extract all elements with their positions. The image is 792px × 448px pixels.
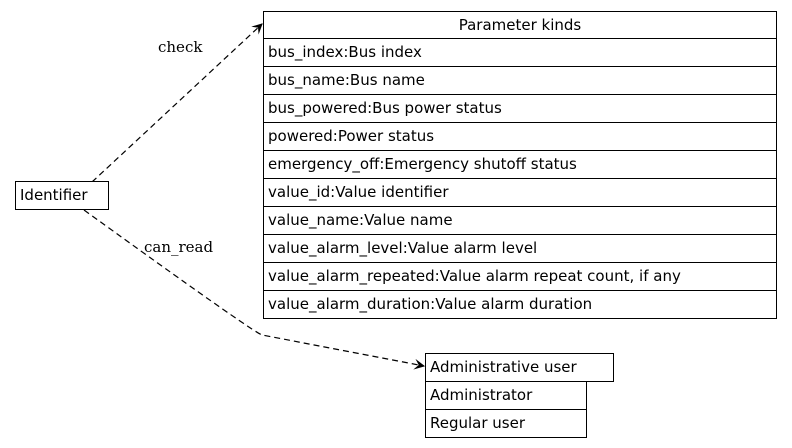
list-item: Regular user: [430, 414, 526, 432]
divider: [264, 94, 776, 95]
list-item: powered:Power status: [268, 127, 435, 145]
list-item: value_alarm_repeated:Value alarm repeat …: [268, 267, 681, 285]
divider: [264, 234, 776, 235]
divider: [264, 122, 776, 123]
check-edge-label: check: [158, 38, 203, 56]
list-item: Administrator: [430, 386, 533, 404]
check-edge: [91, 23, 263, 183]
list-item: bus_name:Bus name: [268, 71, 425, 89]
parameter-kinds-title: Parameter kinds: [458, 16, 582, 34]
list-item: value_alarm_duration:Value alarm duratio…: [268, 295, 593, 313]
list-item: bus_powered:Bus power status: [268, 99, 502, 117]
list-item: value_name:Value name: [268, 211, 453, 229]
list-item: value_id:Value identifier: [268, 183, 449, 201]
administrative-user-items: Administrator Regular user: [425, 381, 587, 438]
divider: [264, 206, 776, 207]
list-item: bus_index:Bus index: [268, 43, 422, 61]
divider: [264, 38, 776, 39]
identifier-node: Identifier: [15, 181, 109, 210]
divider: [264, 262, 776, 263]
list-item: emergency_off:Emergency shutoff status: [268, 155, 577, 173]
divider: [264, 150, 776, 151]
identifier-label: Identifier: [20, 186, 88, 204]
can-read-edge-label: can_read: [144, 238, 214, 256]
administrative-user-header: Administrative user: [425, 353, 614, 382]
divider: [264, 66, 776, 67]
divider: [426, 409, 586, 410]
divider: [264, 290, 776, 291]
parameter-kinds-table: Parameter kinds bus_index:Bus index bus_…: [263, 11, 777, 319]
list-item: value_alarm_level:Value alarm level: [268, 239, 538, 257]
can-read-edge: [83, 209, 426, 370]
administrative-user-title: Administrative user: [430, 358, 577, 376]
divider: [264, 178, 776, 179]
